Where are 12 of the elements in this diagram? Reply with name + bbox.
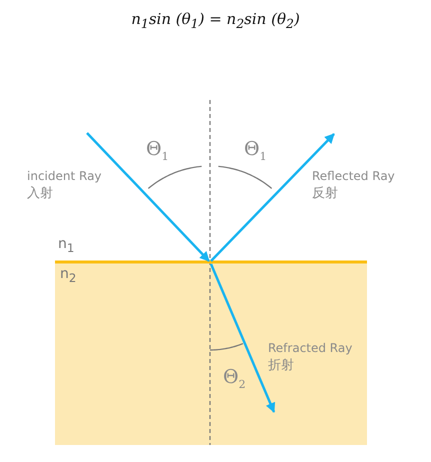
ray-label: Refracted Ray — [268, 341, 352, 356]
medium-label: n$_{1}$ — [58, 236, 74, 255]
angle-label: Θ$_{1}$ — [244, 138, 267, 163]
ray-label: 反射 — [312, 186, 338, 202]
formula: n$_{1}$sin (θ$_{1}$) = n$_{2}$sin (θ$_{2}$) — [130, 10, 301, 31]
angle-label: Θ$_{2}$ — [223, 366, 246, 391]
angle-label: Θ$_{1}$ — [146, 138, 169, 163]
ray-label: incident Ray — [27, 169, 102, 184]
ray-label: 入射 — [27, 186, 53, 202]
ray-label: Reflected Ray — [312, 169, 395, 184]
ray-label: 折射 — [268, 358, 294, 374]
medium-label: n$_{2}$ — [60, 266, 76, 285]
